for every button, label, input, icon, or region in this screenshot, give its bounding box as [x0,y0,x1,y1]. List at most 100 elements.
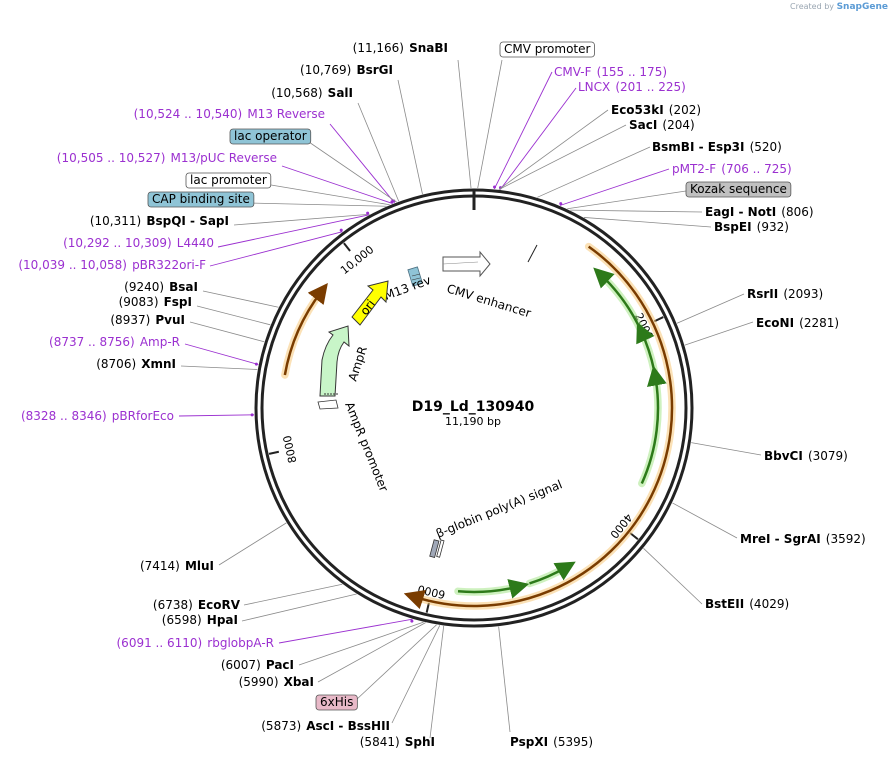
fspi-text: (9083) FspI [119,291,192,310]
eagi-text: EagI - NotI (806) [705,201,814,220]
label-pspxi: PspXI (5395) [510,735,593,749]
lead-kozak [567,190,687,210]
feature-arcs [281,242,676,610]
label-sphi: (5841) SphI [360,731,435,750]
bsai-text: (9240) BsaI [124,276,198,295]
snapgene-logo: SnapGene [836,2,888,12]
bbvci-text: BbvCI (3079) [764,445,848,464]
label-hpai: (6598) HpaI [162,613,238,627]
tick-mark [268,450,280,455]
lacop-box [229,128,312,145]
lead-bsrgi [397,79,423,195]
label-lacop: lac operator [229,128,312,145]
label-kozak: Kozak sequence [685,181,792,198]
lead-econi [684,321,754,346]
lead-ampr_p [184,343,259,365]
ampr-feature [319,325,350,397]
mrei-text: MreI - SgrAI (3592) [740,528,866,547]
lead-cmvf [493,71,553,190]
label-rbglob: (6091 .. 6110) rbglobpA-R [117,636,275,650]
lead-pmt2f [559,168,670,206]
ampr-label: AmpR [346,344,370,382]
cds-green-5 [457,579,530,599]
lead-his [355,624,437,701]
label-lncx: LNCX (201 .. 225) [578,76,686,95]
label-bspqi: (10,311) BspQI - SapI [90,210,229,229]
ecorv-text: (6738) EcoRV [153,594,241,613]
m13puc-text: (10,505 .. 10,527) M13/pUC Reverse [57,147,277,166]
pbr322-text: (10,039 .. 10,058) pBR322ori-F [18,254,206,273]
mlui-text: (7414) MluI [140,555,214,574]
label-eagi: EagI - NotI (806) [705,201,814,220]
lead-rsrii [676,293,745,324]
cds-orange-ampr [283,283,328,376]
lead-m13rev [329,123,395,204]
cap-box [147,191,255,208]
sali-text: (10,568) SalI [271,82,353,101]
label-econi: EcoNI (2281) [756,316,839,330]
lead-lacop [305,139,397,203]
label-rsrii: RsrII (2093) [747,287,823,301]
label-his: 6xHis [315,694,358,711]
label-ampr_p: (8737 .. 8756) Amp-R [49,331,180,350]
primer-dot [366,211,370,215]
cmvprom-text: CMV promoter [504,42,591,56]
paci-text: (6007) PacI [221,654,294,673]
lead-fspi [196,305,271,326]
kozak-box [685,181,792,198]
lead-lncx [499,87,577,190]
bsteii-text: BstEII (4029) [705,593,789,612]
bsmbi-text: BsmBI - Esp3I (520) [652,136,782,155]
label-cap: CAP binding site [147,191,255,208]
primer-dot [250,413,254,417]
sphi-text: (5841) SphI [360,731,435,750]
cmv-enhancer-label: CMV enhancer [445,281,533,320]
ori-feature [351,280,389,326]
label-mrei: MreI - SgrAI (3592) [740,528,866,547]
label-pbrfor: (8328 .. 8346) pBRforEco [21,405,174,424]
lead-snabi [457,59,472,189]
m13-rev-label: M13 rev [382,273,432,303]
label-eco53: Eco53kI (202) [611,99,701,118]
bspqi-text: (10,311) BspQI - SapI [90,210,229,229]
lead-bspei [583,217,712,228]
label-fspi: (9083) FspI [119,291,192,310]
lacprom-text: lac promoter [190,173,267,187]
cds-green-3 [640,365,667,484]
ampr-promoter-feature [317,399,339,410]
label-xbai: (5990) XbaI [239,675,314,689]
credit-prefix: Created by [790,2,835,11]
label-pvui: (8937) PvuI [110,313,185,327]
lead-asci [391,625,441,724]
lead-bsmbi [537,146,651,198]
lead-eco53 [498,109,609,190]
label-bsrgi: (10,769) BsrGI [300,63,393,77]
lead-xmni [180,365,258,370]
lead-rbglob [278,618,413,644]
lead-paci [298,621,424,666]
primer-dot [254,362,258,366]
cds-green-4 [529,561,576,585]
label-sali: (10,568) SalI [271,82,353,101]
lead-saci [498,124,627,190]
lncx-text: LNCX (201 .. 225) [578,76,686,95]
eco53-text: Eco53kI (202) [611,99,701,118]
lead-mrei [672,502,738,539]
tick-label: 8000 [281,434,300,464]
lead-mlui [218,522,287,566]
lead-xbai [317,622,426,683]
label-bspei: BspEI (932) [714,220,789,234]
saci-text: SacI (204) [629,114,695,133]
label-m13puc: (10,505 .. 10,527) M13/pUC Reverse [57,147,277,166]
ampr_p-text: (8737 .. 8756) Amp-R [49,331,180,350]
primer-dot [339,228,343,232]
lead-sphi [429,625,445,739]
lacprom-box [185,172,272,189]
label-pbr322: (10,039 .. 10,058) pBR322ori-F [18,254,206,273]
leader-lines [178,59,762,739]
tick-label: 10,000 [338,243,376,277]
pbrfor-text: (8328 .. 8346) pBRforEco [21,405,174,424]
lacop-text: lac operator [234,129,307,143]
cds-orange-outer [403,245,674,610]
